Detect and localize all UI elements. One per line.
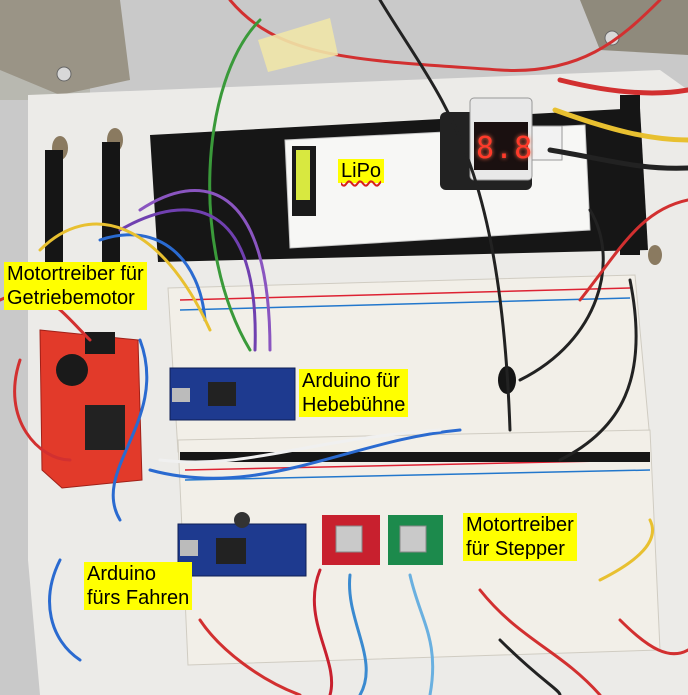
tape	[258, 18, 338, 72]
power-rail-blue	[184, 469, 651, 481]
balance-connector	[531, 125, 563, 161]
label-arduino-drive: Arduino fürs Fahren	[84, 562, 193, 610]
label-motor-driver-stepper: Motortreiber für Stepper	[463, 513, 577, 561]
lipo-checker-screen	[474, 122, 528, 170]
breadboard-top	[167, 274, 651, 453]
label-lipo-text: LiPo	[341, 160, 382, 182]
arduino-chip	[208, 382, 236, 406]
usb-port	[180, 540, 198, 556]
velcro-strap	[620, 95, 640, 255]
label-lipo: LiPo	[338, 159, 385, 183]
label-arduino-lift: Arduino für Hebebühne	[299, 369, 409, 417]
capacitor	[56, 354, 88, 386]
power-rail-red	[179, 287, 631, 301]
metal-bracket-left	[0, 0, 130, 95]
screw	[56, 66, 72, 82]
velcro-strap	[45, 150, 63, 270]
heatsink	[335, 525, 363, 553]
label-motor-driver-gear: Motortreiber für Getriebemotor	[4, 262, 147, 310]
motor-driver-chip	[85, 405, 125, 450]
capacitor	[234, 512, 250, 528]
arduino-chip	[216, 538, 246, 564]
mount-hole	[648, 245, 662, 265]
usb-port	[172, 388, 190, 402]
breadboard-gap	[180, 452, 650, 462]
lipo-voltage-display: 8.8	[476, 131, 534, 166]
heatsink	[399, 525, 427, 553]
lipo-label-sticker	[296, 150, 310, 200]
velcro-strap	[102, 142, 120, 262]
screw-terminal	[85, 332, 115, 354]
